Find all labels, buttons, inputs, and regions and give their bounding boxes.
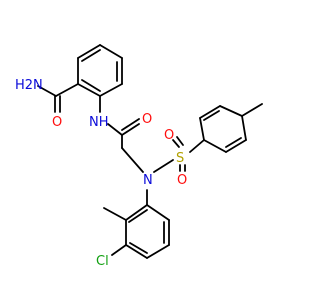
amide-nh2-label: H2N — [15, 78, 43, 93]
bond — [129, 242, 148, 254]
bond — [128, 209, 148, 223]
bond — [199, 117, 205, 141]
bond — [241, 103, 263, 117]
molecule-structure: H2N O NH O N S O O Cl — [15, 44, 263, 269]
bond — [203, 139, 227, 153]
amide-nh-label: NH — [89, 115, 109, 130]
bond — [125, 204, 148, 221]
acetyl-oxygen-label: O — [142, 112, 152, 127]
bond — [203, 110, 220, 121]
bond — [121, 118, 140, 131]
bond-layer — [37, 44, 263, 259]
sulfonamide-nitrogen-label: N — [143, 173, 153, 188]
bond — [77, 44, 101, 59]
bond — [153, 159, 174, 173]
bond — [99, 83, 123, 97]
sulfur-label: S — [176, 151, 184, 166]
bond — [125, 244, 148, 259]
bond — [219, 105, 243, 117]
bond — [99, 44, 123, 59]
bond — [121, 123, 140, 136]
bond — [199, 105, 221, 119]
bond — [172, 139, 180, 148]
bond — [81, 49, 101, 62]
bond — [77, 83, 101, 97]
atom-label-layer: H2N O NH O N S O O Cl — [15, 78, 187, 269]
bond — [225, 139, 247, 153]
sulfonyl-oxygen-top-label: O — [164, 128, 174, 143]
bond — [241, 115, 247, 141]
bond — [107, 123, 123, 136]
chlorine-label: Cl — [96, 254, 109, 269]
bond — [111, 244, 127, 256]
bond — [225, 137, 242, 148]
bond — [189, 139, 205, 153]
amide-oxygen-label: O — [52, 115, 62, 130]
bond — [176, 136, 184, 146]
bond — [103, 207, 127, 221]
bond — [81, 79, 101, 92]
bond — [37, 85, 57, 97]
bond — [146, 204, 170, 221]
bond — [121, 147, 144, 173]
sulfonyl-oxygen-bottom-label: O — [177, 173, 187, 188]
bond — [55, 83, 79, 97]
bond — [146, 244, 170, 259]
